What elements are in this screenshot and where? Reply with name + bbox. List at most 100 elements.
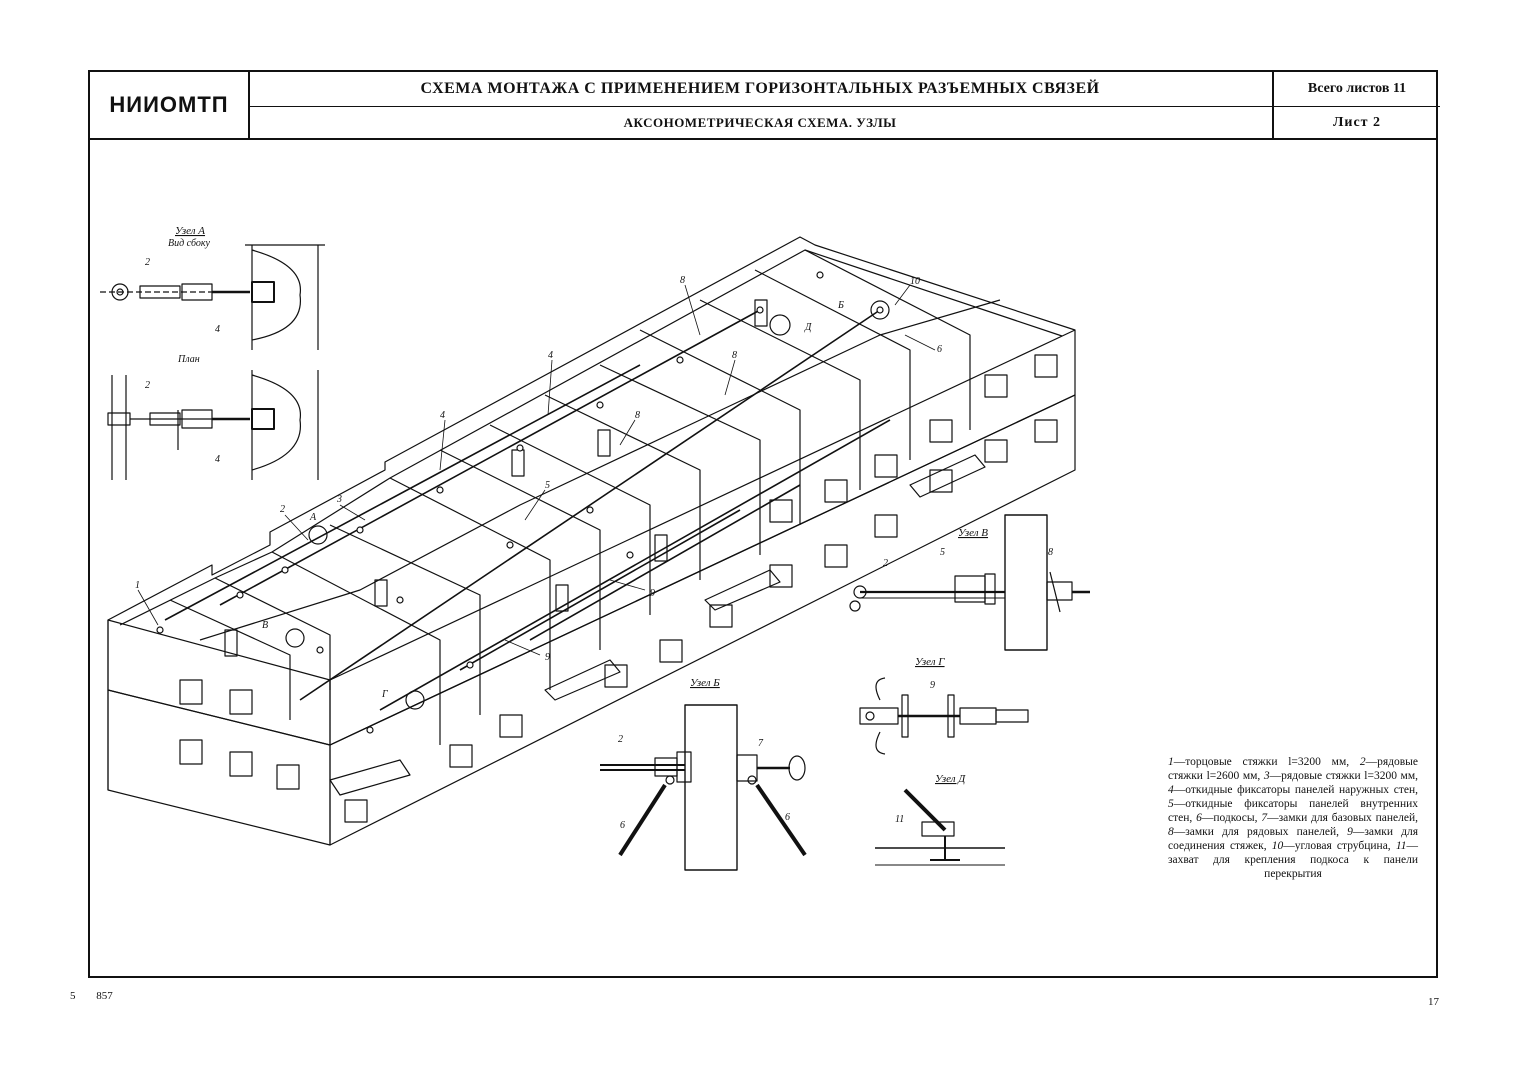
building-back-wall-inner (119, 249, 1063, 626)
callout-3: 3 (336, 494, 342, 505)
title-block: НИИОМТП СХЕМА МОНТАЖА С ПРИМЕНЕНИЕМ ГОРИ… (90, 72, 1440, 140)
legend-item-number: 10 (1271, 840, 1284, 852)
callout-8-node-v: 8 (1048, 547, 1053, 558)
node-v-title: Узел В (958, 527, 988, 539)
longitudinal-wall (199, 299, 1001, 641)
page-number: 17 (1428, 996, 1439, 1008)
legend-item-number: 3 (1263, 770, 1270, 782)
legend-item-text: —захват для крепления подкоса к панели п… (1168, 840, 1418, 880)
legend-item-text: —откидные фиксаторы панелей наружных сте… (1173, 784, 1418, 796)
sheet-title: СХЕМА МОНТАЖА С ПРИМЕНЕНИЕМ ГОРИЗОНТАЛЬН… (248, 72, 1272, 107)
balcony-slabs (329, 454, 986, 796)
callout-8-c: 8 (635, 410, 640, 421)
callout-letter-a: А (309, 512, 317, 523)
callout-letter-d: Д (804, 322, 812, 333)
legend-item-number: 8 (1168, 826, 1174, 838)
callout-letter-v: В (262, 620, 268, 631)
sheets-total: Всего листов 11 (1272, 72, 1440, 107)
windows-side (344, 354, 1058, 823)
legend-item-number: 5 (1168, 798, 1174, 810)
windows-front (179, 679, 300, 790)
callout-10: 10 (910, 276, 920, 287)
node-v (849, 514, 1090, 651)
node-b (600, 704, 807, 871)
legend-item-number: 11 (1395, 840, 1407, 852)
org-cell: НИИОМТП (90, 72, 250, 138)
node-a-title: Узел А (175, 225, 205, 237)
callout-letter-g: Г (381, 689, 388, 700)
callout-2-node-v: 2 (883, 558, 888, 569)
legend-item-text: —торцовые стяжки l=3200 мм, (1173, 756, 1360, 768)
callout-6-main: 6 (937, 344, 942, 355)
tie-rods (164, 309, 891, 711)
legend-item-number: 7 (1261, 812, 1268, 824)
drawing-sheet: НИИОМТП СХЕМА МОНТАЖА С ПРИМЕНЕНИЕМ ГОРИ… (88, 70, 1440, 978)
legend-item-number: 4 (1168, 784, 1174, 796)
callout-9-a: 9 (650, 588, 655, 599)
callout-9-b: 9 (545, 652, 550, 663)
leader-lines (137, 284, 936, 656)
legend-item-number: 9 (1347, 826, 1353, 838)
callout-4-a: 4 (440, 410, 445, 421)
node-g-title: Узел Г (915, 656, 945, 668)
callout-circle-d (769, 314, 791, 336)
callout-4-b: 4 (548, 350, 553, 361)
building-axonometric (107, 236, 1076, 846)
legend-item-text: —откидные фиксаторы панелей внутренних с… (1168, 798, 1418, 824)
legend-item-text: —угловая струбцина, (1283, 840, 1396, 852)
callout-2-node-a-plan: 2 (145, 380, 150, 391)
building-back-wall (107, 236, 1076, 621)
node-d-title: Узел Д (935, 773, 966, 785)
callout-7: 7 (758, 738, 764, 749)
node-a-side-label: Вид сбоку (168, 238, 211, 249)
callout-circle-a (308, 525, 328, 545)
storey-line (329, 394, 1076, 746)
sheet-number: Лист 2 (1272, 107, 1440, 138)
callout-8-a: 8 (680, 275, 685, 286)
cross-walls (169, 249, 971, 745)
callout-circle-b (870, 300, 890, 320)
connection-points (156, 271, 884, 734)
legend-item-number: 1 (1168, 756, 1174, 768)
callout-5: 5 (545, 480, 550, 491)
legend-item-text: —рядовые стяжки l=2600 мм, (1168, 756, 1418, 782)
callout-11: 11 (895, 814, 904, 825)
callout-1: 1 (135, 580, 140, 591)
legend-item-number: 2 (1359, 756, 1366, 768)
callout-8-b: 8 (732, 350, 737, 361)
building-front-lower (107, 689, 331, 846)
sheet-subtitle: АКСОНОМЕТРИЧЕСКАЯ СХЕМА. УЗЛЫ (623, 114, 897, 130)
node-g (859, 677, 1029, 755)
legend-item-text: —замки для базовых панелей, (1267, 812, 1419, 824)
node-a-plan (107, 370, 319, 480)
node-a-plan-label: План (177, 354, 200, 365)
node-d (875, 788, 1005, 866)
callout-2-node-a: 2 (145, 257, 150, 268)
callout-circle-g (405, 690, 425, 710)
callout-letter-b: Б (837, 300, 844, 311)
node-a-side-view (100, 244, 325, 350)
callout-2-node-b: 2 (618, 734, 623, 745)
callout-9-node-g: 9 (930, 680, 935, 691)
footer-left: 5 857 (70, 990, 131, 1002)
callout-labels: 1 2 2 2 2 2 3 4 4 4 4 5 5 6 6 6 7 8 8 8 … (135, 257, 1053, 831)
callout-4-node-a: 4 (215, 324, 220, 335)
callout-6-node-b-right: 6 (785, 812, 790, 823)
legend-item-text: —подкосы, (1201, 812, 1262, 824)
callout-4-node-a-plan: 4 (215, 454, 220, 465)
legend-item-text: —рядовые стяжки l=3200 мм, (1269, 770, 1418, 782)
callout-2-main: 2 (280, 504, 285, 515)
footer-code-b: 857 (96, 990, 113, 1002)
legend-item-number: 6 (1196, 812, 1202, 824)
callout-5-node-v: 5 (940, 547, 945, 558)
legend-item-text: —замки для рядовых панелей, (1173, 826, 1348, 838)
callout-6-node-b-left: 6 (620, 820, 625, 831)
org-name: НИИОМТП (109, 92, 229, 117)
legend: 1—торцовые стяжки l=3200 мм, 2—рядовые с… (1168, 755, 1418, 881)
building-front-upper (107, 619, 331, 746)
footer-code-a: 5 (70, 990, 76, 1002)
callout-circle-v (285, 628, 305, 648)
node-b-title: Узел Б (690, 677, 720, 689)
legend-item-text: —замки для соединения стяжек, (1168, 826, 1418, 852)
